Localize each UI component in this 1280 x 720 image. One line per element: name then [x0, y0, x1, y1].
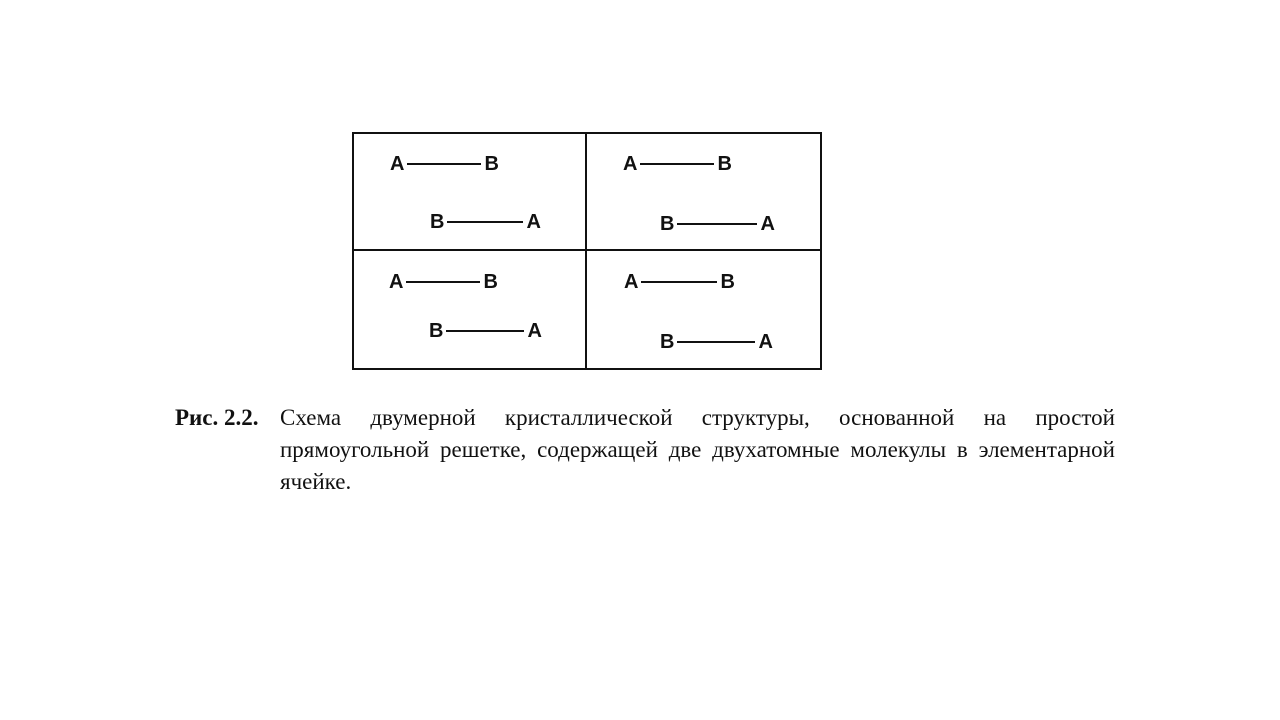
bond-line: [677, 223, 758, 225]
bond-line: [641, 281, 718, 283]
bond-line: [677, 341, 756, 343]
atom-a: A: [758, 331, 773, 353]
grid-vertical-divider: [585, 132, 587, 370]
grid-horizontal-divider: [352, 249, 822, 251]
bond-line: [640, 163, 715, 165]
atom-b: B: [484, 153, 499, 175]
molecule-ba: B A: [660, 332, 773, 352]
atom-a: A: [527, 320, 542, 342]
molecule-ba: B A: [430, 212, 541, 232]
molecule-ab: A B: [623, 154, 732, 174]
bond-line: [447, 221, 524, 223]
bond-line: [446, 330, 525, 332]
molecule-ab: A B: [389, 272, 498, 292]
atom-a: A: [760, 213, 775, 235]
caption-text: Схема двумерной кристаллической структур…: [280, 405, 1115, 494]
atom-b: B: [430, 211, 445, 233]
atom-b: B: [483, 271, 498, 293]
atom-b: B: [660, 213, 675, 235]
caption-label: Рис. 2.2.: [175, 405, 259, 430]
atom-b: B: [429, 320, 444, 342]
atom-b: B: [717, 153, 732, 175]
atom-a: A: [624, 271, 639, 293]
atom-a: A: [623, 153, 638, 175]
bond-line: [407, 163, 482, 165]
molecule-ba: B A: [660, 214, 775, 234]
molecule-ab: A B: [624, 272, 735, 292]
molecule-ba: B A: [429, 321, 542, 341]
bond-line: [406, 281, 481, 283]
lattice-grid: [352, 132, 822, 370]
atom-a: A: [390, 153, 405, 175]
atom-a: A: [526, 211, 541, 233]
atom-b: B: [720, 271, 735, 293]
atom-a: A: [389, 271, 404, 293]
molecule-ab: A B: [390, 154, 499, 174]
atom-b: B: [660, 331, 675, 353]
